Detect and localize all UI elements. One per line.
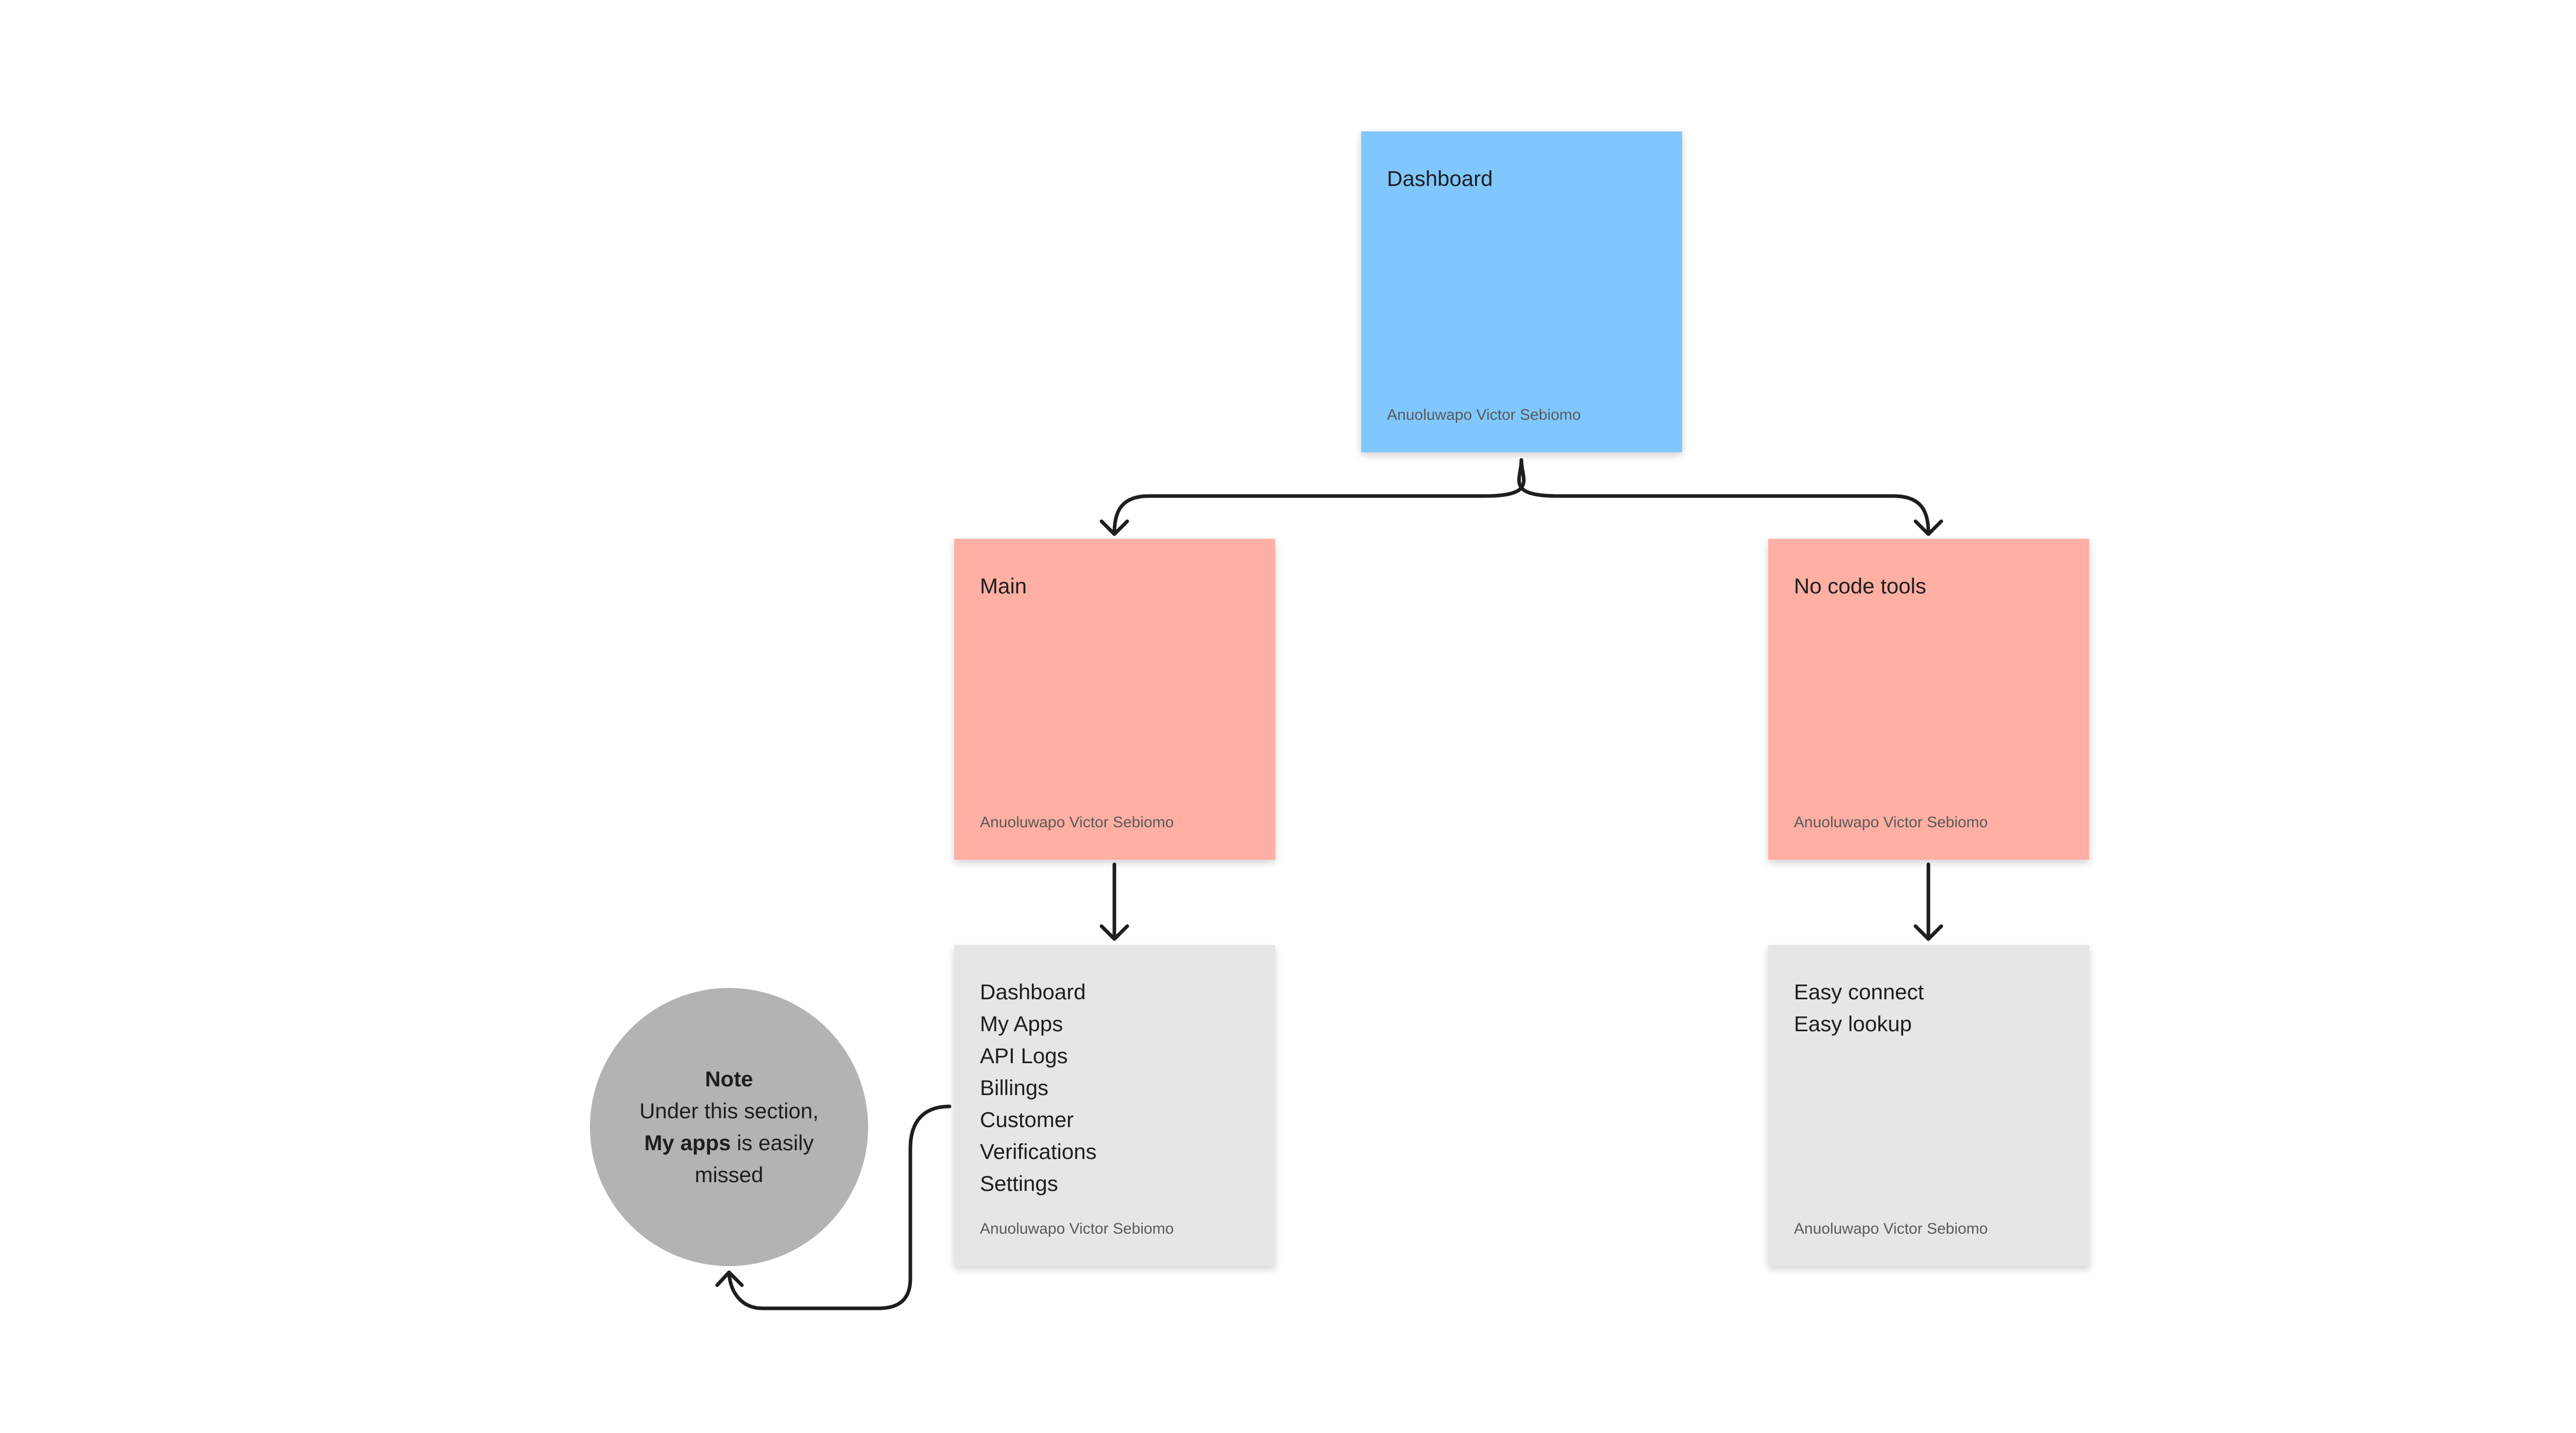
arrowhead-no-code-items [1913,924,1943,941]
note-line-2: My apps is easily [644,1127,814,1159]
list-item: My Apps [980,1012,1063,1036]
note-bold-text: My apps [644,1131,731,1155]
sticky-main[interactable]: Main Anuoluwapo Victor Sebiomo [954,539,1275,860]
sticky-author: Anuoluwapo Victor Sebiomo [980,1220,1174,1237]
arrowhead-no-code-tools [1913,519,1943,536]
list-item: Settings [980,1171,1058,1196]
connector-dashboard-to-no-code-tools[interactable] [1517,458,1930,535]
note-line-2-rest: is easily [731,1131,814,1155]
sticky-author: Anuoluwapo Victor Sebiomo [1387,406,1581,423]
arrowhead-main-items [1099,924,1129,941]
list-item: Easy lookup [1794,1012,1912,1036]
arrowhead-note [715,1270,744,1287]
sticky-no-code-items[interactable]: Easy connect Easy lookup Anuoluwapo Vict… [1768,945,2089,1266]
no-code-items-list: Easy connect Easy lookup [1794,976,1924,1040]
sticky-author: Anuoluwapo Victor Sebiomo [1794,1220,1988,1237]
connector-dashboard-to-main[interactable] [1112,458,1526,535]
main-items-list: Dashboard My Apps API Logs Billings Cust… [980,976,1096,1200]
sticky-main-items[interactable]: Dashboard My Apps API Logs Billings Cust… [954,945,1275,1266]
list-item: Billings [980,1076,1049,1100]
list-item: Dashboard [980,980,1086,1004]
sticky-dashboard[interactable]: Dashboard Anuoluwapo Victor Sebiomo [1361,131,1682,452]
sticky-title: No code tools [1794,574,1926,598]
sticky-title: Main [980,574,1027,598]
list-item: API Logs [980,1044,1068,1068]
list-item: Easy connect [1794,980,1924,1004]
sticky-author: Anuoluwapo Victor Sebiomo [1794,814,1988,831]
note-circle[interactable]: Note Under this section, My apps is easi… [590,988,868,1266]
list-item: Verifications [980,1139,1097,1164]
note-line-3: missed [694,1163,764,1187]
sticky-no-code-tools[interactable]: No code tools Anuoluwapo Victor Sebiomo [1768,539,2089,860]
arrowhead-main [1099,519,1129,536]
note-title: Note [705,1067,753,1091]
note-line-1: Under this section, [639,1099,819,1123]
sticky-author: Anuoluwapo Victor Sebiomo [980,814,1174,831]
list-item: Customer [980,1107,1074,1132]
sticky-title: Dashboard [1387,166,1493,191]
